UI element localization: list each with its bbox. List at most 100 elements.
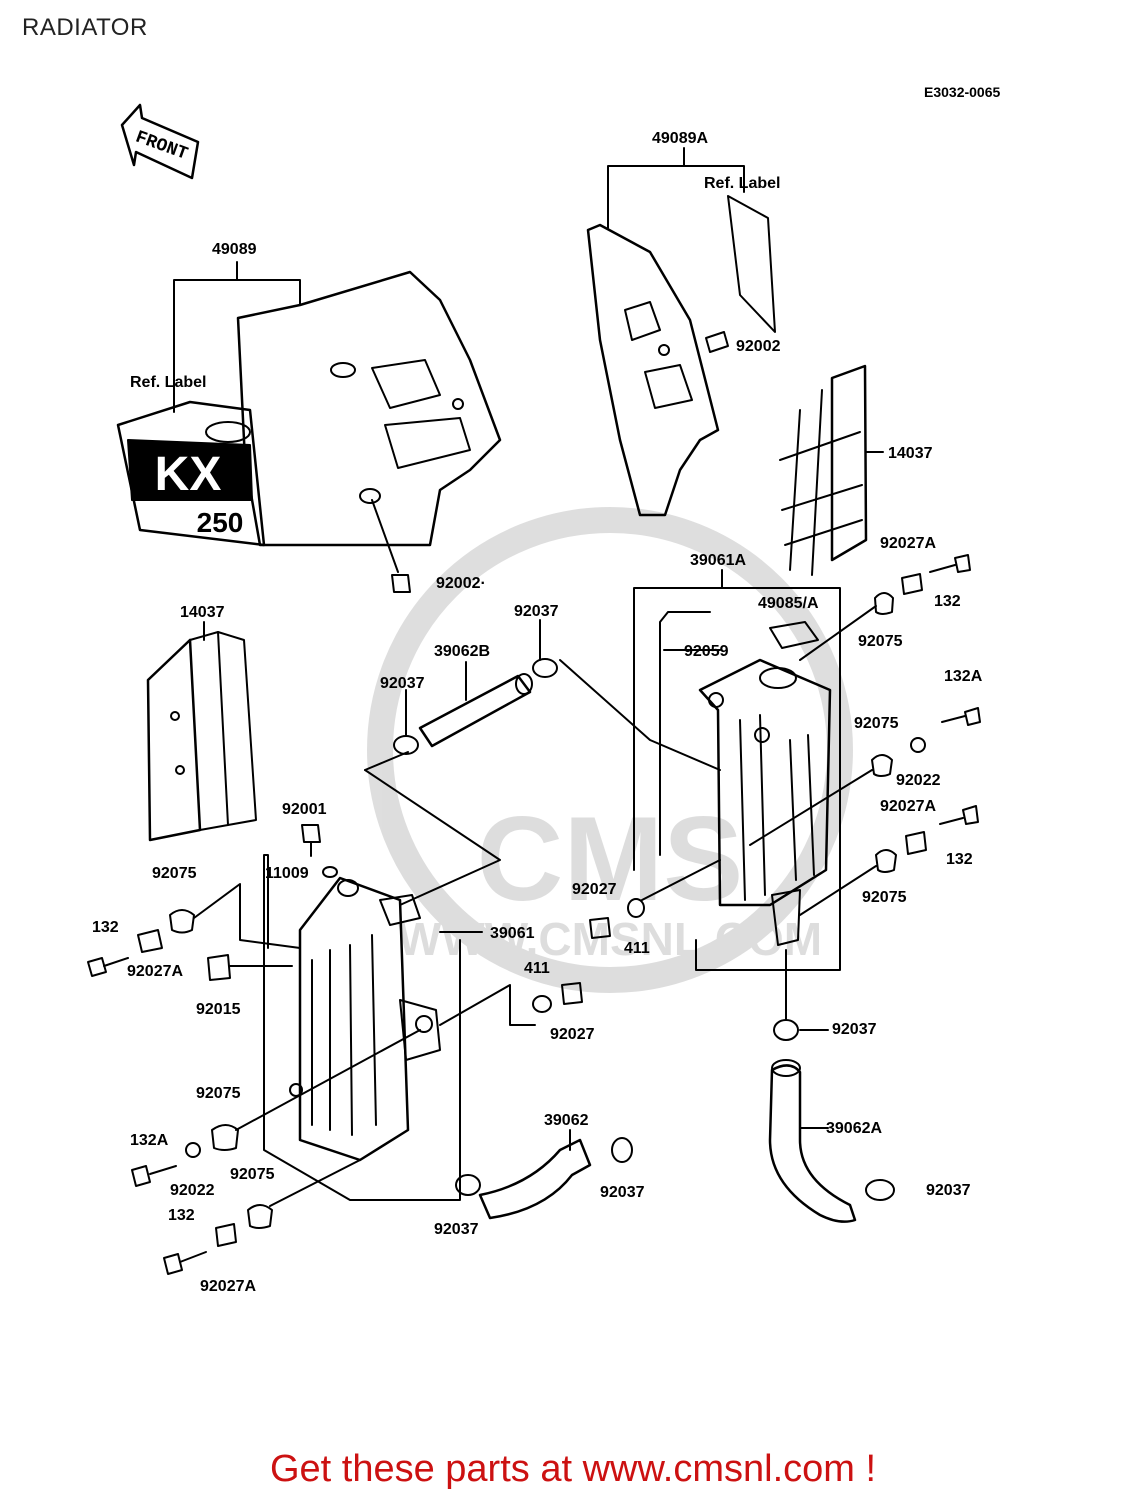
grommet-92075-r-icon: [871, 754, 893, 777]
grommet-92075-bl2-icon: [247, 1204, 273, 1229]
label-132-tr: 132: [934, 593, 961, 610]
label-132A-bl: 132A: [130, 1132, 169, 1149]
right-radiator-shroud: [586, 195, 776, 517]
label-14037-right: 14037: [888, 445, 933, 462]
clamp-92037-b2-icon: [611, 1137, 633, 1163]
clamp-92037-r-icon: [773, 1019, 799, 1041]
left-radiator-core: [289, 876, 441, 1162]
hose-39062B: [418, 661, 533, 748]
bracket-39061A: [633, 587, 841, 971]
collar-92027A-l-icon: [137, 929, 163, 953]
washer-411-c-icon: [627, 898, 645, 918]
grommet-92075-l-icon: [169, 909, 195, 934]
label-92059: 92059: [684, 643, 729, 660]
label-39061: 39061: [490, 925, 535, 942]
bracket-49089A: [607, 165, 745, 229]
collar-92027A-tr-icon: [901, 573, 923, 595]
promo-link[interactable]: Get these parts at www.cmsnl.com !: [269, 1448, 877, 1490]
label-92027A-bl: 92027A: [200, 1278, 257, 1295]
bolt-132-tr-icon: [954, 554, 971, 573]
bolt-132A-bl-icon: [131, 1165, 151, 1187]
hose-39062A: [768, 1059, 895, 1223]
washer-411-l-icon: [532, 995, 552, 1013]
label-92002-left: 92002·: [436, 575, 486, 592]
label-92001: 92001: [282, 801, 327, 818]
label-92027-c: 92027: [572, 881, 617, 898]
label-132-l: 132: [92, 919, 119, 936]
bolt-132-l-icon: [87, 957, 107, 977]
label-92037-top: 92037: [514, 603, 559, 620]
bolt-92027-c-icon: [589, 917, 611, 939]
label-411-l: 411: [524, 960, 550, 977]
cap-92001-icon: [301, 824, 321, 843]
label-92002-right: 92002: [736, 338, 781, 355]
label-92037-br: 92037: [926, 1182, 971, 1199]
label-92037-b2: 92037: [600, 1184, 645, 1201]
shroud-logo-kx: KX: [155, 448, 222, 501]
bolt-92002-right-icon: [705, 331, 729, 353]
label-92037-b1: 92037: [434, 1221, 479, 1238]
label-92075-tr: 92075: [858, 633, 903, 650]
right-radiator-core: [698, 658, 832, 946]
washer-11009-icon: [322, 866, 338, 878]
label-39062A: 39062A: [826, 1120, 883, 1137]
clamp-92037-b1-icon: [455, 1174, 481, 1196]
left-radiator-guard: [146, 621, 257, 842]
bolt-132-r-icon: [962, 805, 979, 825]
label-92037-mid: 92037: [380, 675, 425, 692]
bolt-92027-l-icon: [561, 982, 583, 1005]
clamp-92037-top: [532, 658, 558, 678]
washer-92022-bl-icon: [185, 1142, 201, 1158]
clamp-92037-mid: [393, 735, 419, 755]
label-14037-left: 14037: [180, 604, 225, 621]
label-92015: 92015: [196, 1001, 241, 1018]
label-49089A: 49089A: [652, 130, 709, 147]
label-39062: 39062: [544, 1112, 589, 1129]
collar-92027A-r-icon: [905, 831, 927, 855]
bracket-39061: [263, 854, 461, 1201]
grommet-92075-tr-icon: [874, 592, 894, 615]
front-arrow-text: FRONT: [133, 128, 191, 165]
right-radiator-guard: [779, 364, 884, 576]
label-92037-r: 92037: [832, 1021, 877, 1038]
label-92075-l: 92075: [152, 865, 197, 882]
label-132-r: 132: [946, 851, 973, 868]
label-ref-right: Ref. Label: [704, 175, 781, 192]
diagram-code: E3032-0065: [924, 84, 1001, 100]
left-radiator-shroud: [236, 270, 502, 593]
bolt-132A-r-icon: [964, 707, 981, 726]
label-ref-left: Ref. Label: [130, 374, 207, 391]
label-39061A: 39061A: [690, 552, 747, 569]
strap-49085: [769, 621, 819, 649]
label-39062B: 39062B: [434, 643, 491, 660]
label-411-c: 411: [624, 940, 650, 957]
label-92027A-r: 92027A: [880, 798, 937, 815]
label-92075-bl: 92075: [196, 1085, 241, 1102]
label-132A-r: 132A: [944, 668, 983, 685]
label-11009: 11009: [265, 865, 309, 882]
kx-250-ref-label: KX 250: [116, 394, 266, 547]
label-92027A-tr: 92027A: [880, 535, 937, 552]
label-49085A: 49085/A: [758, 595, 819, 612]
label-132-bl: 132: [168, 1207, 195, 1224]
label-92027A-l: 92027A: [127, 963, 184, 980]
bolt-132-bl-icon: [163, 1253, 183, 1275]
grommet-92075-r2-icon: [875, 849, 897, 873]
fasteners: [87, 554, 981, 1275]
label-92075-bl2: 92075: [230, 1166, 275, 1183]
label-92075-r2: 92075: [862, 889, 907, 906]
page-title: RADIATOR: [22, 14, 148, 41]
label-92022-bl: 92022: [170, 1182, 215, 1199]
label-49089: 49089: [212, 241, 257, 258]
clip-92015-icon: [207, 954, 231, 981]
collar-92027A-bl-icon: [215, 1223, 237, 1247]
bolt-92002-left-icon: [391, 574, 411, 593]
hose-39062: [455, 1129, 633, 1220]
shroud-logo-250: 250: [197, 507, 244, 538]
clamp-92037-br-icon: [865, 1179, 895, 1201]
label-92022-r: 92022: [896, 772, 941, 789]
washer-92022-r-icon: [910, 737, 926, 753]
watermark-text: CMS: [477, 792, 744, 926]
overflow-tube: [659, 611, 711, 856]
